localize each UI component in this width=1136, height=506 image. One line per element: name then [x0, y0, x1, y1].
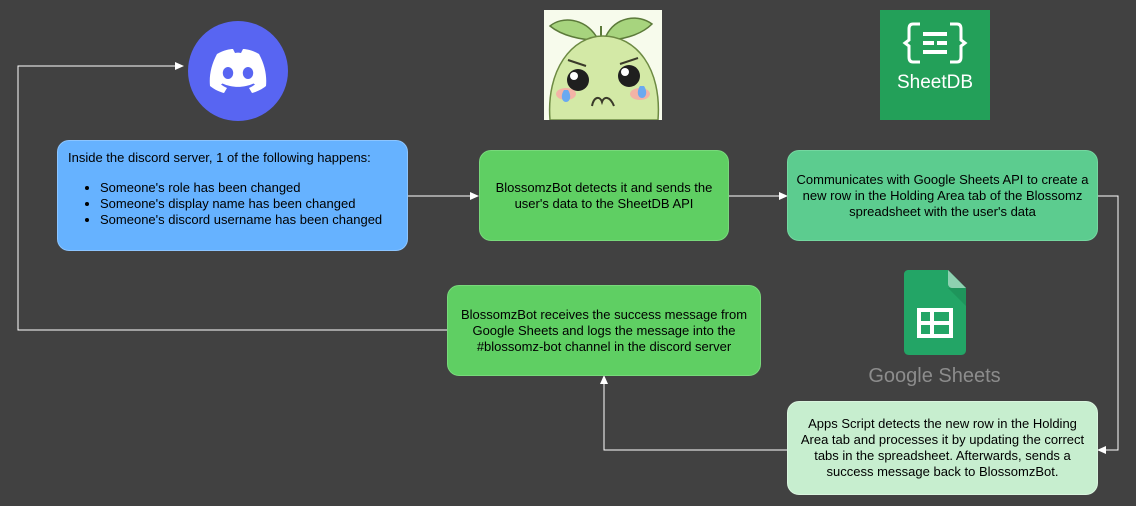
- sheetdb-icon: [902, 22, 968, 64]
- bot-receives-box: BlossomzBot receives the success message…: [447, 285, 761, 376]
- apps-script-text: Apps Script detects the new row in the H…: [800, 416, 1085, 479]
- apps-script-box: Apps Script detects the new row in the H…: [787, 401, 1098, 495]
- google-sheets-icon: [904, 270, 966, 355]
- list-item: Someone's display name has been changed: [100, 196, 397, 212]
- discord-event-box: Inside the discord server, 1 of the foll…: [57, 140, 408, 251]
- google-sheets-label: Google Sheets: [868, 365, 1001, 387]
- arrow-apps-script-to-bot-receives: [600, 375, 787, 451]
- sheetdb-communicates-box: Communicates with Google Sheets API to c…: [787, 150, 1098, 241]
- sheetdb-logo: SheetDB: [880, 10, 990, 120]
- discord-logo: [183, 21, 293, 121]
- list-item: Someone's discord username has been chan…: [100, 212, 397, 228]
- bot-detects-text: BlossomzBot detects it and sends the use…: [495, 179, 713, 211]
- bot-detects-box: BlossomzBot detects it and sends the use…: [479, 150, 729, 241]
- list-item: Someone's role has been changed: [100, 180, 397, 196]
- discord-event-intro: Inside the discord server, 1 of the foll…: [68, 150, 371, 165]
- arrow-bot-receives-to-discord: [17, 62, 447, 331]
- crying-sprout-mascot-icon: [544, 10, 662, 121]
- discord-event-list: Someone's role has been changed Someone'…: [68, 180, 397, 228]
- discord-icon: [188, 21, 288, 121]
- sheetdb-label: SheetDB: [896, 72, 974, 93]
- bot-receives-text: BlossomzBot receives the success message…: [460, 306, 748, 354]
- mascot-logo: [544, 10, 662, 121]
- sheetdb-communicates-text: Communicates with Google Sheets API to c…: [796, 171, 1089, 219]
- arrow-sheetdb-to-apps-script: [1097, 195, 1119, 454]
- google-sheets-logo: [904, 270, 966, 356]
